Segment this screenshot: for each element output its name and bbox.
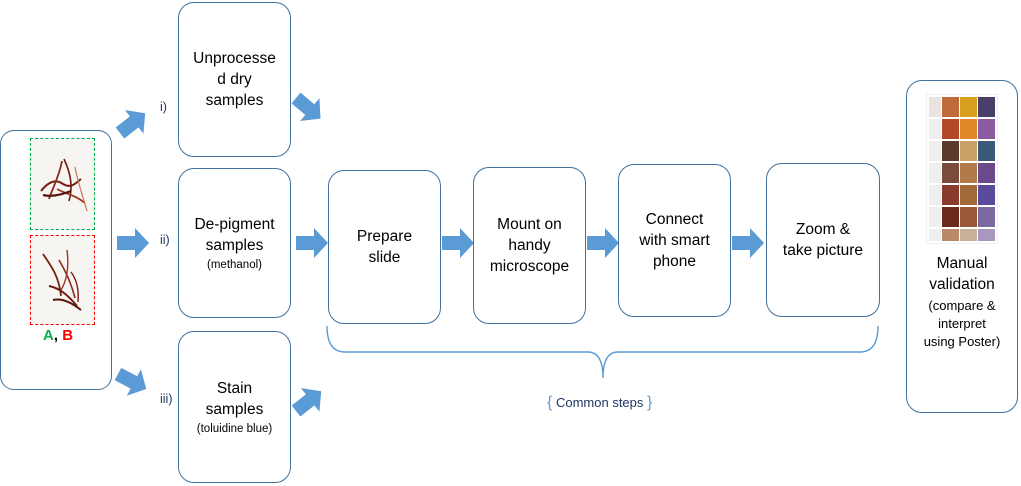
branch-unprocessed-line-1: Unprocesse	[193, 50, 276, 67]
branch-depigment-line-1: De-pigment	[194, 215, 275, 233]
branch-ii-numeral: ii)	[160, 233, 170, 247]
poster-thumbnail	[926, 94, 998, 244]
sample-a-image	[40, 158, 88, 212]
validation-text: Manual validation (compare & interpret u…	[906, 253, 1018, 351]
branch-depigment-note: (methanol)	[207, 258, 262, 271]
step-zoom-picture: Zoom & take picture	[766, 163, 880, 317]
branch-i-numeral: i)	[160, 100, 167, 114]
validation-line-4: interpret	[938, 316, 986, 331]
step-4-line-2: take picture	[782, 242, 864, 259]
branch-unprocessed-line-3: samples	[205, 92, 264, 109]
branch-unprocessed-box: Unprocesse d dry samples	[178, 2, 291, 157]
common-steps-brace	[326, 325, 879, 379]
arrow-to-branch-i	[110, 101, 155, 145]
step-3-line-1: Connect	[645, 211, 704, 228]
step-3-line-3: phone	[652, 253, 697, 270]
arrow-step-3-4	[732, 228, 764, 258]
branch-stain-note: (toluidine blue)	[196, 422, 273, 435]
sample-b-frame	[30, 235, 95, 325]
common-steps-label: { Common steps }	[547, 394, 652, 412]
common-steps-text: Common steps	[555, 395, 644, 410]
branch-depigment-box: De-pigment samples (methanol)	[178, 168, 291, 318]
step-2-line-2: handy	[508, 237, 551, 254]
label-separator: ,	[53, 327, 63, 344]
arrow-step-2-3	[587, 228, 619, 258]
step-1-line-2: slide	[368, 249, 401, 266]
step-mount-microscope: Mount on handy microscope	[473, 167, 586, 324]
validation-line-5: using Poster)	[923, 334, 1001, 349]
branch-unprocessed-line-2: d dry	[217, 71, 252, 88]
branch-iii-numeral: iii)	[160, 392, 173, 406]
arrow-branch-ii-out	[296, 228, 328, 258]
arrow-branch-i-out	[286, 86, 331, 131]
step-2-line-1: Mount on	[497, 216, 562, 233]
label-a: A	[43, 327, 54, 344]
arrow-branch-iii-out	[286, 379, 331, 423]
step-connect-phone: Connect with smart phone	[618, 164, 731, 317]
sample-a-frame	[30, 138, 95, 230]
label-b: B	[62, 327, 74, 344]
arrow-to-branch-iii	[110, 360, 154, 403]
branch-stain-line-2: samples	[205, 400, 264, 418]
branch-depigment-line-2: samples	[205, 236, 264, 254]
common-steps-close-brace: }	[647, 394, 653, 411]
step-prepare-slide: Prepare slide	[328, 170, 441, 324]
validation-line-3: (compare &	[928, 298, 996, 313]
common-steps-open-brace: {	[547, 394, 553, 411]
poster-grid	[929, 97, 995, 241]
arrow-step-1-2	[442, 228, 474, 258]
step-4-line-1: Zoom &	[795, 221, 851, 238]
sample-b-image	[42, 249, 82, 311]
sample-labels: A, B	[43, 327, 73, 344]
validation-line-1: Manual	[936, 255, 988, 272]
branch-stain-line-1: Stain	[216, 379, 253, 397]
arrow-to-branch-ii	[117, 228, 149, 258]
branch-stain-box: Stain samples (toluidine blue)	[178, 331, 291, 483]
step-2-line-3: microscope	[489, 258, 570, 275]
step-1-line-1: Prepare	[356, 228, 413, 245]
validation-line-2: validation	[929, 276, 995, 293]
step-3-line-2: with smart	[639, 232, 710, 249]
